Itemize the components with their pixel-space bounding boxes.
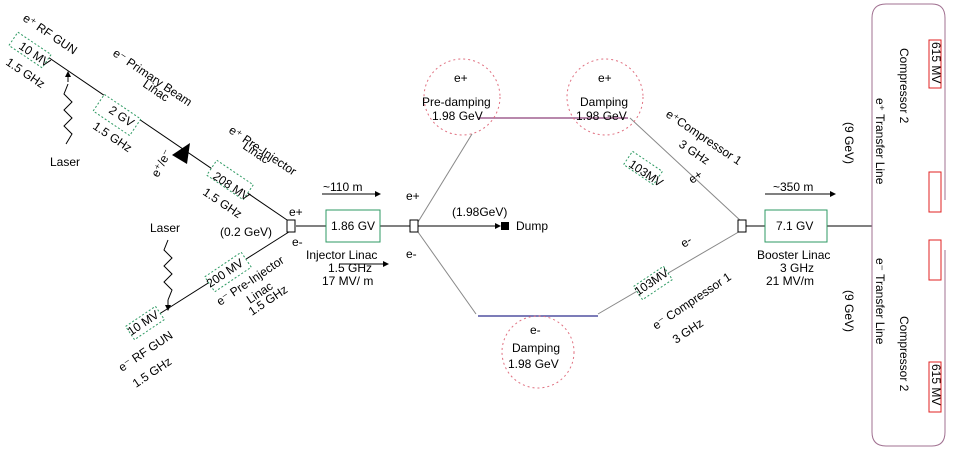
primary-linac-box <box>92 93 142 137</box>
pre-damping-species: e+ <box>454 71 468 85</box>
dump-label: Dump <box>516 219 548 233</box>
ele-compressor2-name: Compressor 2 <box>897 316 911 392</box>
dump-block <box>501 222 509 230</box>
pos-damping-species: e+ <box>598 71 612 85</box>
pos-damping-to-compressor <box>629 117 743 223</box>
pos-pre-injector-box <box>206 159 254 201</box>
split-marker <box>409 219 419 233</box>
ele-damping-ring <box>501 315 575 389</box>
ele-damping-species: e- <box>530 323 541 337</box>
injector-gradient: 17 MV/ m <box>322 274 373 288</box>
booster-freq: 3 GHz <box>780 261 814 275</box>
pos-compressor2-name: Compressor 2 <box>897 48 911 124</box>
merge-minus: e- <box>292 235 303 249</box>
laser-bottom-label: Laser <box>150 221 180 235</box>
ele-compressor1-species: e- <box>678 233 695 251</box>
injector-length: ~110 m <box>323 180 362 194</box>
injector-freq: 1.5 GHz <box>328 261 372 275</box>
ele-compressor1-box <box>632 265 674 301</box>
pos-transfer-magnet-a <box>928 171 942 213</box>
dump-energy: (1.98GeV) <box>452 205 507 219</box>
booster-voltage: 7.1 GV <box>776 219 813 233</box>
booster-marker <box>737 219 747 233</box>
split-minus: e- <box>406 247 417 261</box>
laser-bottom-icon <box>163 239 173 301</box>
pos-compressor2-cavity <box>928 39 942 89</box>
ele-transfer-energy: (9 GeV) <box>842 290 856 332</box>
transport-to-ele-damping <box>417 231 477 315</box>
primary-beam-title: e⁻ Primary Beam <box>110 46 194 109</box>
merge-plus: e+ <box>289 205 303 219</box>
booster-linac-box <box>764 209 828 243</box>
pre-damping-ring <box>423 58 501 136</box>
ele-rf-gun-box <box>124 305 166 341</box>
split-plus: e+ <box>406 189 420 203</box>
pos-damping-ring <box>566 58 644 136</box>
merge-marker <box>286 219 296 233</box>
ele-damping-to-compressor <box>597 229 743 315</box>
pos-compressor2-voltage: 615 MV <box>929 42 943 83</box>
pos-damping-energy: 1.98 GeV <box>576 109 627 123</box>
laser-top-icon <box>63 83 73 145</box>
injector-linac-box <box>325 209 381 243</box>
ele-transfer-name: e⁻ Transfer Line <box>873 258 887 345</box>
transport-to-pre-damping <box>417 133 473 223</box>
pos-compressor1-species: e+ <box>686 167 705 186</box>
pos-transfer-line-loop <box>871 3 946 226</box>
injector-name: Injector Linac <box>306 248 377 262</box>
target-label: e⁺/e⁻ <box>148 147 174 179</box>
ele-pre-injector-box <box>204 251 252 293</box>
injector-voltage: 1.86 GV <box>331 219 375 233</box>
ele-damping-name: Damping <box>512 341 560 355</box>
booster-length: ~350 m <box>773 180 813 194</box>
pos-transfer-energy: (9 GeV) <box>842 122 856 164</box>
booster-gradient: 21 MV/m <box>766 274 814 288</box>
ele-damping-energy: 1.98 GeV <box>508 357 559 371</box>
ele-compressor2-cavity <box>928 361 942 413</box>
ele-compressor2-voltage: 615 MV <box>929 364 943 405</box>
pre-damping-name: Pre-damping <box>422 95 491 109</box>
pos-damping-name: Damping <box>580 95 628 109</box>
pos-transfer-name: e⁺ Transfer Line <box>873 98 887 185</box>
booster-name: Booster Linac <box>757 248 830 262</box>
pre-damping-energy: 1.98 GeV <box>432 109 483 123</box>
ele-transfer-line-loop <box>871 226 946 447</box>
target-icon <box>172 143 190 164</box>
laser-top-label: Laser <box>50 155 80 169</box>
ele-transfer-magnet-a <box>928 239 942 281</box>
energy-label: (0.2 GeV) <box>220 225 272 239</box>
